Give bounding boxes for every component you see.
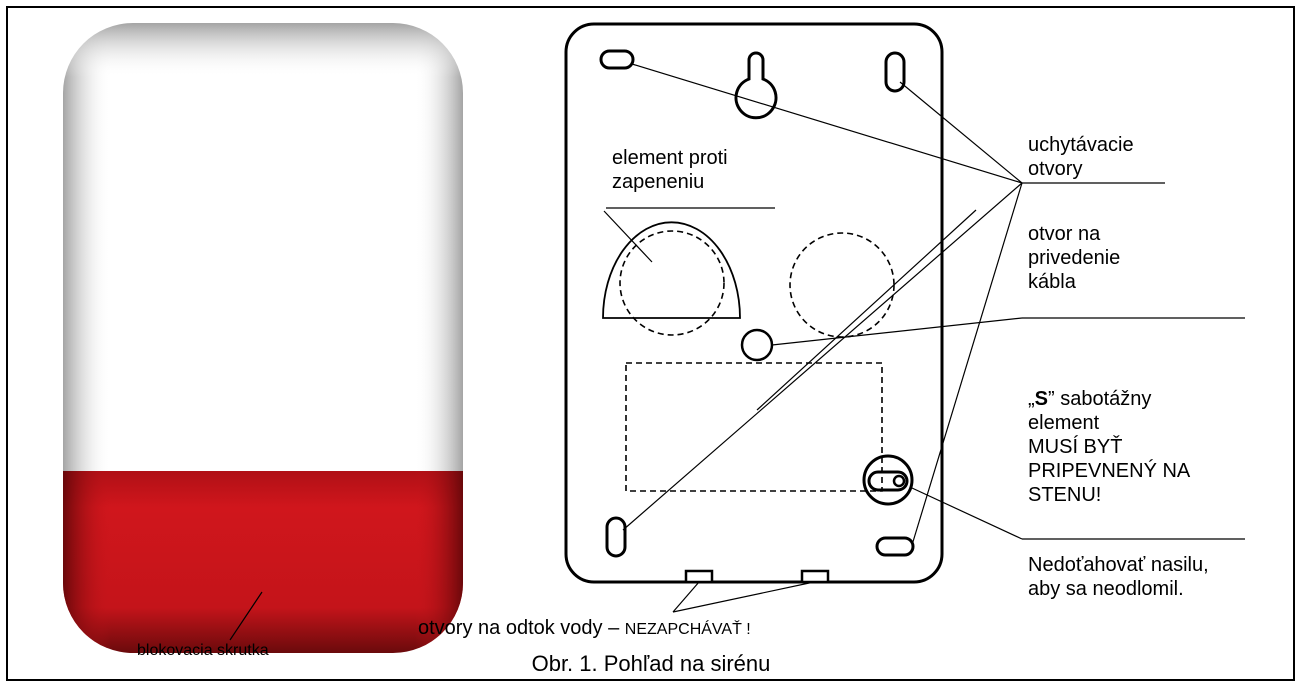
figure-caption: Obr. 1. Pohľad na sirénu [531, 651, 771, 676]
keyhole [734, 51, 778, 120]
leader-lines [603, 63, 1245, 613]
mount-slot-bottom-left [605, 516, 627, 558]
mount-slot-top-right [884, 51, 906, 93]
lock-screw-leader [229, 591, 263, 641]
tamper-label: „S” sabotážny element MUSÍ BYŤ PRIPEVNEN… [1028, 388, 1191, 506]
mount-slot-bottom-right [875, 536, 915, 557]
drain-holes-label: otvory na odtok vody – NEZAPCHÁVAŤ ! [418, 617, 751, 639]
cable-hole [740, 328, 774, 362]
pcb-outline [625, 362, 883, 492]
cable-hole-label: otvor na privedenie kábla [1028, 223, 1121, 293]
anti-foam-label: element proti zapeneniu [612, 147, 728, 193]
tamper-element [862, 454, 914, 506]
lock-screw-label: blokovacia skrutka [137, 642, 269, 659]
figure-frame [6, 6, 1295, 681]
mounting-holes-label: uchytávacie otvory [1028, 134, 1134, 180]
knockout-right [789, 232, 895, 338]
siren-front-view [63, 23, 463, 653]
anti-foam-element [602, 221, 741, 319]
back-plate [564, 22, 944, 584]
mount-slot-top-left [599, 49, 635, 70]
drain-notch-right [800, 569, 830, 584]
overtighten-warning: Nedoťahovať nasilu, aby sa neodlomil. [1028, 554, 1209, 600]
knockout-left [619, 230, 725, 336]
drain-notch-left [684, 569, 714, 584]
